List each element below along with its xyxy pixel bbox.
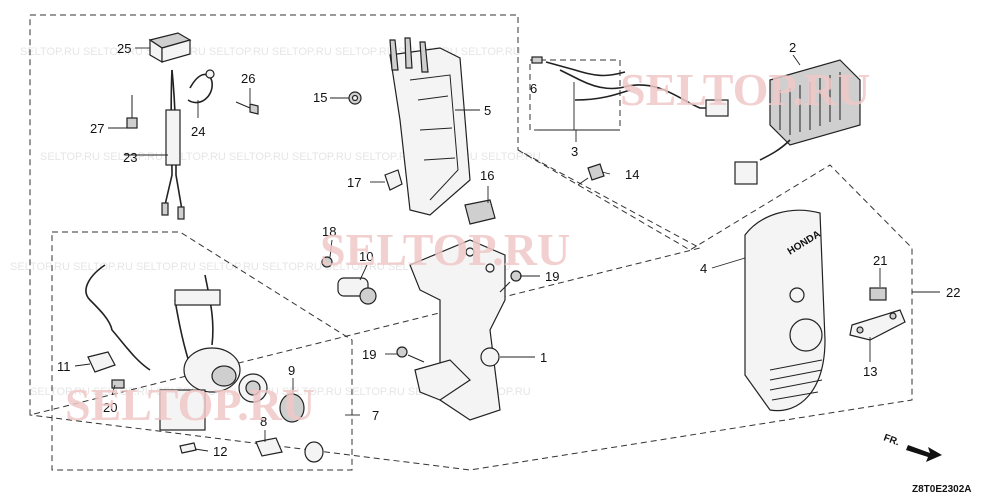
callout-1: 1 [540, 350, 547, 365]
part-5-duct-cover [389, 37, 471, 216]
callout-21: 21 [873, 253, 887, 268]
callout-9: 9 [288, 363, 295, 378]
callout-23: 23 [123, 150, 137, 165]
part-1-control-bracket [409, 239, 506, 421]
leader-lines [74, 47, 940, 452]
svg-text:SELTOP.RU SELTOP.RU SELTOP.R: SELTOP.RU SELTOP.RU SELTOP.RU SELTOP.RU … [30, 386, 531, 398]
front-label: FR. [882, 432, 901, 448]
part-23-wire-harness [161, 69, 185, 220]
callout-8: 8 [260, 414, 267, 429]
svg-text:SELTOP.RU SELTOP.RU SELTOP.R: SELTOP.RU SELTOP.RU SELTOP.RU SELTOP.RU … [10, 261, 511, 273]
part-12-tag [179, 442, 197, 454]
assembly-frame-panel [51, 231, 353, 471]
part-26-bolt [235, 101, 259, 115]
callout-5: 5 [484, 103, 491, 118]
part-17-clip [384, 169, 403, 191]
part-18-nut [321, 256, 333, 268]
part-13-plate [849, 309, 906, 341]
callout-13: 13 [863, 364, 877, 379]
callout-12: 12 [213, 444, 227, 459]
callout-25: 25 [117, 41, 131, 56]
part-21-label [869, 287, 887, 301]
callout-4: 4 [700, 261, 707, 276]
callout-2: 2 [789, 40, 796, 55]
part-19-bolt-lower [396, 346, 425, 363]
callout-17: 17 [347, 175, 361, 190]
part-25-connector-block [148, 32, 192, 64]
callout-22: 22 [946, 285, 960, 300]
part-7-control-panel-assembly [85, 264, 241, 431]
part-10-indicator [337, 277, 377, 305]
part-20-terminal [111, 379, 125, 389]
callout-26: 26 [241, 71, 255, 86]
part-16-rubber-mount [464, 199, 496, 225]
callout-27: 27 [90, 121, 104, 136]
callout-7: 7 [372, 408, 379, 423]
callout-19-lower: 19 [362, 347, 376, 362]
watermark-layer: SELTOP.RU SELTOP.RU SELTOP.RU [65, 64, 870, 430]
part-2-inverter-unit [734, 59, 861, 185]
part-14-bolt [577, 163, 605, 186]
callout-19-upper: 19 [545, 269, 559, 284]
callout-labels: 25 27 23 24 26 15 5 17 16 14 18 10 19 19… [57, 40, 960, 459]
part-4-side-cover: HONDA [744, 209, 826, 412]
watermark-middle: SELTOP.RU [320, 224, 570, 275]
part-24-ground-wire [187, 69, 215, 104]
callout-6: 6 [530, 81, 537, 96]
front-arrow-icon [906, 445, 942, 462]
callout-18: 18 [322, 224, 336, 239]
front-direction-marker: FR. [882, 432, 942, 462]
callout-16: 16 [480, 168, 494, 183]
watermark-top: SELTOP.RU [620, 64, 870, 115]
callout-20: 20 [103, 400, 117, 415]
callout-14: 14 [625, 167, 639, 182]
watermark-bottom: SELTOP.RU [65, 379, 315, 430]
callout-10: 10 [359, 249, 373, 264]
callout-11: 11 [57, 359, 71, 374]
callout-15: 15 [313, 90, 327, 105]
part-9-switch-ring [238, 373, 268, 403]
callout-24: 24 [191, 124, 205, 139]
part-8-key [255, 393, 324, 463]
part-15-grommet [348, 91, 362, 105]
part-11-connector [87, 351, 116, 373]
callout-3: 3 [571, 144, 578, 159]
drawing-code: Z8T0E2302A [912, 484, 971, 495]
part-27-screw [126, 95, 138, 129]
part-6-wire-lead [531, 56, 729, 117]
